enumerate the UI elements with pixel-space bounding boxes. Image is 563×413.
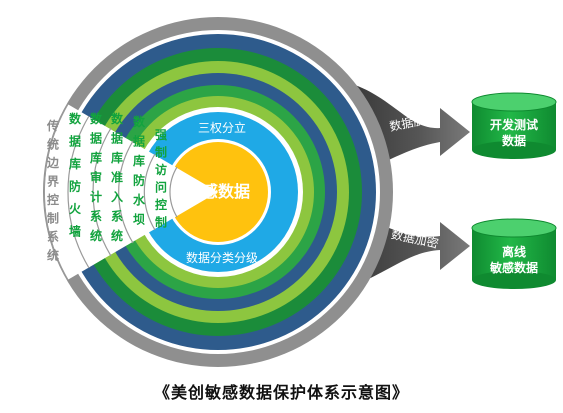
- arc-text-char: 准: [111, 170, 123, 185]
- arc-text-char: 访: [155, 162, 167, 177]
- arc-text-char: 火: [69, 202, 82, 216]
- arc-text-char: 审: [90, 170, 102, 185]
- arc-line-5: [67, 115, 90, 269]
- arc-text-char: 据: [69, 134, 81, 149]
- arc-text-char: 界: [47, 174, 59, 189]
- arc-text-char: 系: [47, 229, 59, 244]
- figure-caption: 《美创敏感数据保护体系示意图》: [153, 383, 409, 402]
- arc-text-char: 问: [155, 180, 167, 195]
- arc-text-char: 入: [111, 190, 123, 204]
- cylinder-label-dev-test-1: 开发测试: [490, 117, 538, 132]
- arc-text-char: 数: [69, 111, 82, 126]
- arc-text-char: 数: [90, 111, 103, 126]
- arc-text-char: 库: [133, 153, 145, 168]
- arc-line-3: [118, 140, 134, 244]
- arc-text-char: 边: [46, 155, 60, 170]
- arc-text-char: 制: [155, 145, 167, 160]
- inner-ring-bottom-label: 数据分类分级: [186, 250, 258, 265]
- arc-text-char: 防: [69, 179, 81, 194]
- arc-lines: [43, 103, 178, 281]
- arc-line-6: [43, 103, 69, 281]
- left-sector-mask: [44, 104, 219, 280]
- arc-text-char: 控: [155, 197, 167, 212]
- inner-ring-top-label: 三权分立: [198, 120, 246, 135]
- arc-text-char: 数: [111, 111, 124, 126]
- core-label: 敏感数据: [185, 182, 250, 201]
- arc-text-char: 统: [111, 228, 123, 243]
- arc-text-char: 制: [47, 211, 59, 226]
- arc-text-char: 统: [47, 248, 59, 263]
- arc-text-char: 据: [90, 131, 102, 146]
- arc-line-1: [169, 166, 178, 218]
- cylinder-label-offline-2: 敏感数据: [489, 260, 538, 275]
- arc-text-char: 强: [155, 128, 167, 142]
- arc-text-char: 库: [90, 150, 102, 165]
- arc-text-char: 计: [90, 189, 102, 204]
- arc-text-char: 控: [47, 192, 59, 207]
- arc-text-char: 库: [69, 156, 81, 171]
- cylinder-dev-test-data: 开发测试 数据: [471, 92, 557, 159]
- arc-text-char: 墙: [69, 224, 81, 239]
- arc-text-char: 数: [133, 114, 146, 129]
- arc-text-char: 据: [133, 134, 145, 149]
- cylinder-label-dev-test-2: 数据: [502, 133, 526, 148]
- arc-text-char: 统: [47, 137, 59, 152]
- arc-text-char: 制: [155, 215, 167, 230]
- arc-text-char: 传: [46, 118, 59, 133]
- arc-text-char: 水: [133, 192, 146, 207]
- arc-text-char: 系: [111, 209, 123, 224]
- arc-text-char: 防: [133, 173, 145, 188]
- arc-text-char: 库: [111, 150, 123, 165]
- arc-text-char: 系: [90, 209, 102, 224]
- arc-text-char: 据: [111, 131, 123, 146]
- arc-text-char: 统: [90, 228, 102, 243]
- arc-text-char: 坝: [133, 213, 145, 227]
- cylinder-offline-sensitive-data: 离线 敏感数据: [471, 218, 557, 289]
- cylinder-label-offline-1: 离线: [502, 244, 526, 259]
- arc-line-4: [92, 127, 112, 257]
- arc-line-2: [143, 153, 156, 231]
